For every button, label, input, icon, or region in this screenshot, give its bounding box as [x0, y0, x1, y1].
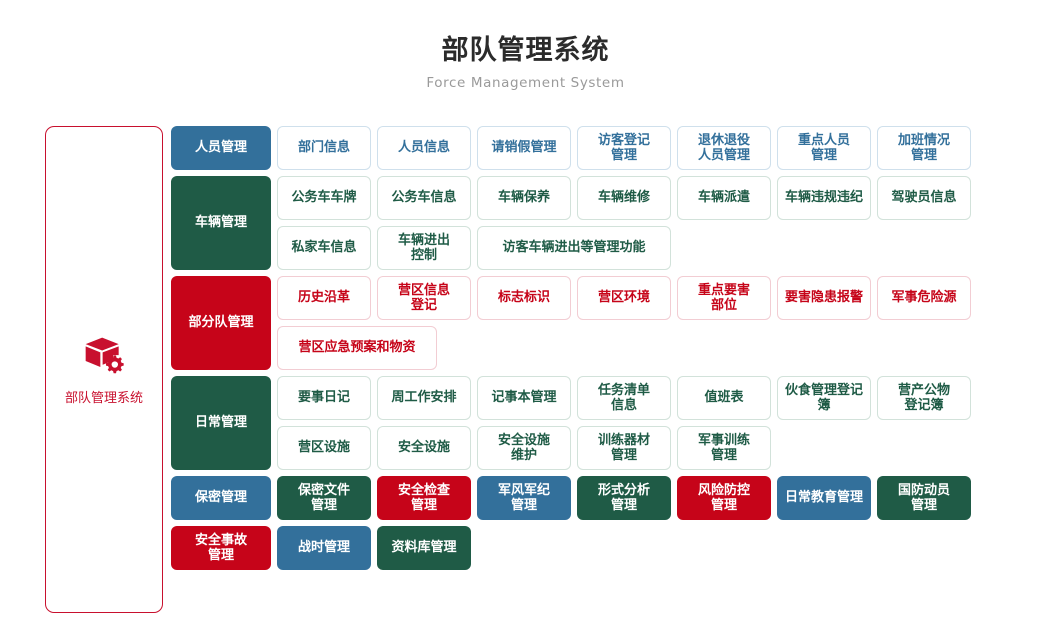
module-button[interactable]: 车辆进出 控制: [377, 226, 471, 270]
box-gear-icon: [82, 334, 126, 378]
module-row: 私家车信息车辆进出 控制访客车辆进出等管理功能: [277, 226, 971, 270]
category-cell: 安全事故 管理: [171, 526, 271, 570]
category-cell: 车辆管理: [171, 176, 271, 270]
body-area: 部队管理系统 人员管理部门信息人员信息请销假管理访客登记 管理退休退役 人员管理…: [0, 126, 1051, 613]
module-band: 车辆管理公务车车牌公务车信息车辆保养车辆维修车辆派遣车辆违规违纪驾驶员信息私家车…: [171, 176, 971, 270]
category-button[interactable]: 人员管理: [171, 126, 271, 170]
page-header: 部队管理系统 Force Management System: [0, 0, 1051, 91]
module-band: 人员管理部门信息人员信息请销假管理访客登记 管理退休退役 人员管理重点人员 管理…: [171, 126, 971, 170]
module-button[interactable]: 营产公物 登记簿: [877, 376, 971, 420]
module-button[interactable]: 值班表: [677, 376, 771, 420]
module-button[interactable]: 要事日记: [277, 376, 371, 420]
module-button[interactable]: 任务清单 信息: [577, 376, 671, 420]
module-button[interactable]: 请销假管理: [477, 126, 571, 170]
module-button[interactable]: 营区应急预案和物资: [277, 326, 437, 370]
module-row: 要事日记周工作安排记事本管理任务清单 信息值班表伙食管理登记簿营产公物 登记簿: [277, 376, 971, 420]
module-button[interactable]: 军事训练 管理: [677, 426, 771, 470]
module-row: 部门信息人员信息请销假管理访客登记 管理退休退役 人员管理重点人员 管理加班情况…: [277, 126, 971, 170]
brand: 部队管理系统: [65, 334, 143, 406]
module-button[interactable]: 车辆违规违纪: [777, 176, 871, 220]
category-button[interactable]: 保密管理: [171, 476, 271, 520]
main-layout: 部队管理系统 人员管理部门信息人员信息请销假管理访客登记 管理退休退役 人员管理…: [0, 126, 1051, 613]
module-button[interactable]: 伙食管理登记簿: [777, 376, 871, 420]
module-button[interactable]: 保密文件 管理: [277, 476, 371, 520]
module-band: 安全事故 管理战时管理资料库管理: [171, 526, 971, 570]
module-button[interactable]: 风险防控 管理: [677, 476, 771, 520]
category-button[interactable]: 日常管理: [171, 376, 271, 470]
module-button[interactable]: 安全设施: [377, 426, 471, 470]
module-button[interactable]: 私家车信息: [277, 226, 371, 270]
module-button[interactable]: 要害隐患报警: [777, 276, 871, 320]
page-subtitle: Force Management System: [426, 74, 625, 91]
category-button[interactable]: 部分队管理: [171, 276, 271, 370]
module-row: 保密文件 管理安全检查 管理军风军纪 管理形式分析 管理风险防控 管理日常教育管…: [277, 476, 971, 520]
module-button[interactable]: 训练器材 管理: [577, 426, 671, 470]
module-band: 日常管理要事日记周工作安排记事本管理任务清单 信息值班表伙食管理登记簿营产公物 …: [171, 376, 971, 470]
module-button[interactable]: 退休退役 人员管理: [677, 126, 771, 170]
module-button[interactable]: 日常教育管理: [777, 476, 871, 520]
module-button[interactable]: 重点要害 部位: [677, 276, 771, 320]
module-grid: 人员管理部门信息人员信息请销假管理访客登记 管理退休退役 人员管理重点人员 管理…: [171, 126, 971, 570]
module-button[interactable]: 营区信息 登记: [377, 276, 471, 320]
module-band: 部分队管理历史沿革营区信息 登记标志标识营区环境重点要害 部位要害隐患报警军事危…: [171, 276, 971, 370]
module-button[interactable]: 车辆保养: [477, 176, 571, 220]
module-button[interactable]: 标志标识: [477, 276, 571, 320]
band-rows: 要事日记周工作安排记事本管理任务清单 信息值班表伙食管理登记簿营产公物 登记簿营…: [277, 376, 971, 470]
module-button[interactable]: 安全设施 维护: [477, 426, 571, 470]
module-row: 战时管理资料库管理: [277, 526, 971, 570]
category-cell: 保密管理: [171, 476, 271, 520]
brand-label: 部队管理系统: [64, 390, 143, 406]
module-button[interactable]: 车辆维修: [577, 176, 671, 220]
category-button[interactable]: 安全事故 管理: [171, 526, 271, 570]
module-button[interactable]: 驾驶员信息: [877, 176, 971, 220]
category-cell: 部分队管理: [171, 276, 271, 370]
module-button[interactable]: 重点人员 管理: [777, 126, 871, 170]
module-button[interactable]: 车辆派遣: [677, 176, 771, 220]
category-cell: 人员管理: [171, 126, 271, 170]
module-button[interactable]: 形式分析 管理: [577, 476, 671, 520]
module-button[interactable]: 访客登记 管理: [577, 126, 671, 170]
module-button[interactable]: 公务车信息: [377, 176, 471, 220]
band-rows: 历史沿革营区信息 登记标志标识营区环境重点要害 部位要害隐患报警军事危险源营区应…: [277, 276, 971, 370]
module-button[interactable]: 人员信息: [377, 126, 471, 170]
module-button[interactable]: 周工作安排: [377, 376, 471, 420]
module-button[interactable]: 军事危险源: [877, 276, 971, 320]
category-button[interactable]: 车辆管理: [171, 176, 271, 270]
module-button[interactable]: 安全检查 管理: [377, 476, 471, 520]
module-button[interactable]: 军风军纪 管理: [477, 476, 571, 520]
band-rows: 公务车车牌公务车信息车辆保养车辆维修车辆派遣车辆违规违纪驾驶员信息私家车信息车辆…: [277, 176, 971, 270]
category-cell: 日常管理: [171, 376, 271, 470]
module-button[interactable]: 加班情况 管理: [877, 126, 971, 170]
module-button[interactable]: 部门信息: [277, 126, 371, 170]
module-button[interactable]: 战时管理: [277, 526, 371, 570]
module-row: 历史沿革营区信息 登记标志标识营区环境重点要害 部位要害隐患报警军事危险源: [277, 276, 971, 320]
module-row: 公务车车牌公务车信息车辆保养车辆维修车辆派遣车辆违规违纪驾驶员信息: [277, 176, 971, 220]
module-row: 营区应急预案和物资: [277, 326, 971, 370]
module-button[interactable]: 营区设施: [277, 426, 371, 470]
module-button[interactable]: 资料库管理: [377, 526, 471, 570]
band-rows: 保密文件 管理安全检查 管理军风军纪 管理形式分析 管理风险防控 管理日常教育管…: [277, 476, 971, 520]
band-rows: 战时管理资料库管理: [277, 526, 971, 570]
module-button[interactable]: 历史沿革: [277, 276, 371, 320]
sidebar-brand-panel: 部队管理系统: [45, 126, 163, 613]
module-row: 营区设施安全设施安全设施 维护训练器材 管理军事训练 管理: [277, 426, 971, 470]
band-rows: 部门信息人员信息请销假管理访客登记 管理退休退役 人员管理重点人员 管理加班情况…: [277, 126, 971, 170]
module-button[interactable]: 公务车车牌: [277, 176, 371, 220]
module-button[interactable]: 国防动员 管理: [877, 476, 971, 520]
module-band: 保密管理保密文件 管理安全检查 管理军风军纪 管理形式分析 管理风险防控 管理日…: [171, 476, 971, 520]
module-button[interactable]: 营区环境: [577, 276, 671, 320]
module-button[interactable]: 记事本管理: [477, 376, 571, 420]
module-button[interactable]: 访客车辆进出等管理功能: [477, 226, 671, 270]
page-title: 部队管理系统: [441, 35, 610, 66]
